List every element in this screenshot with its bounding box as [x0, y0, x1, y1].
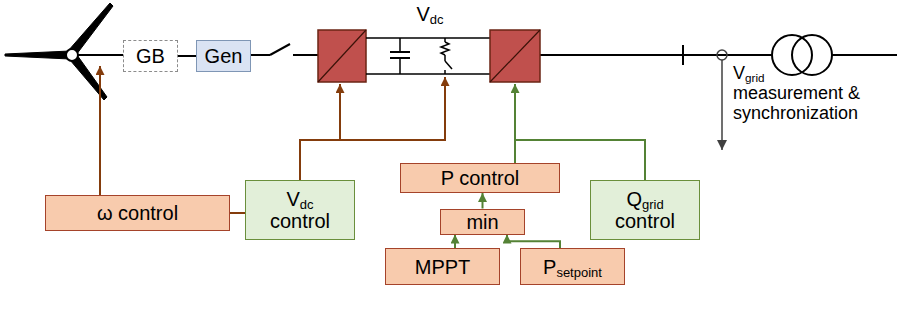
shaft-line — [178, 55, 196, 57]
transformer-winding — [792, 35, 832, 75]
turbine-blade — [70, 55, 107, 100]
power-line — [251, 54, 270, 56]
power-setpoint-box: Psetpoint — [520, 248, 625, 285]
resistor-lead — [444, 55, 446, 61]
measurement-point — [717, 50, 727, 60]
text-part: P — [543, 256, 556, 278]
grid-line — [832, 54, 897, 56]
min-selector-box: min — [440, 209, 525, 235]
dc-link — [366, 38, 490, 74]
text-part: control — [270, 210, 330, 232]
chopper-lead — [444, 70, 446, 74]
text-subscript: grid — [745, 71, 765, 84]
signal-arrow — [507, 235, 560, 249]
converter-control-wire — [339, 84, 341, 140]
converter-diagonal — [318, 30, 366, 82]
turbine-blade — [68, 3, 113, 55]
grid-converter-control-wire — [514, 84, 516, 163]
node-text: MPPT — [415, 256, 471, 278]
capacitor-plate — [390, 51, 410, 53]
speed-control-box: ω control — [45, 195, 230, 231]
resistor-symbol — [441, 42, 449, 55]
transformer-symbol — [772, 35, 832, 75]
grid-voltage-label: Vgrid measurement & synchronization — [733, 64, 873, 123]
converter-diagonal — [490, 30, 540, 82]
turbine-hub — [66, 49, 78, 61]
text-part: V — [286, 188, 299, 210]
breaker-symbol — [270, 44, 290, 55]
dc-voltage-label: Vdc — [405, 3, 455, 25]
machine-converter — [318, 30, 366, 82]
node-text: GB — [136, 45, 165, 67]
control-link — [230, 212, 245, 214]
text-subscript: dc — [430, 12, 444, 27]
node-text: min — [466, 211, 498, 233]
node-text: Gen — [205, 45, 243, 67]
wind-turbine — [5, 3, 113, 100]
shaft-line — [78, 54, 123, 56]
converter-block — [490, 30, 540, 82]
grid-converter — [490, 30, 540, 82]
turbine-blade — [5, 51, 70, 59]
node-text: Vdc control — [260, 188, 340, 232]
capacitor-lead — [399, 38, 401, 52]
gearbox-box: GB — [123, 40, 178, 72]
node-text: Psetpoint — [543, 256, 602, 278]
node-text: P control — [441, 167, 520, 189]
dc-bus — [366, 73, 490, 75]
dc-voltage-control-box: Vdc control — [245, 180, 355, 240]
capacitor-lead — [399, 58, 401, 74]
pitch-control-wire — [99, 66, 101, 195]
chopper-switch — [445, 61, 452, 69]
signal-arrow — [454, 235, 456, 249]
control-wiring — [100, 66, 645, 195]
dc-bus — [366, 37, 490, 39]
signal-arrow — [482, 193, 484, 209]
measurement-arrow — [721, 60, 723, 150]
text-part: control — [615, 210, 675, 232]
power-line — [293, 54, 318, 56]
node-text: ω control — [97, 202, 178, 224]
text-part: measurement & synchronization — [733, 83, 860, 123]
busbar-tick — [682, 45, 684, 65]
power-control-box: P control — [400, 163, 560, 193]
text-part: V — [733, 63, 745, 83]
power-line — [540, 54, 772, 56]
generator-box: Gen — [196, 40, 251, 72]
resistor-lead — [444, 38, 446, 42]
grid-measurement — [717, 50, 727, 150]
reactive-power-control-box: Qgrid control — [590, 180, 700, 240]
text-part: V — [416, 3, 429, 25]
text-subscript: setpoint — [556, 265, 602, 280]
mppt-box: MPPT — [385, 248, 500, 285]
text-part: Q — [626, 188, 642, 210]
converter-block — [318, 30, 366, 82]
node-text: Qgrid control — [605, 188, 685, 232]
